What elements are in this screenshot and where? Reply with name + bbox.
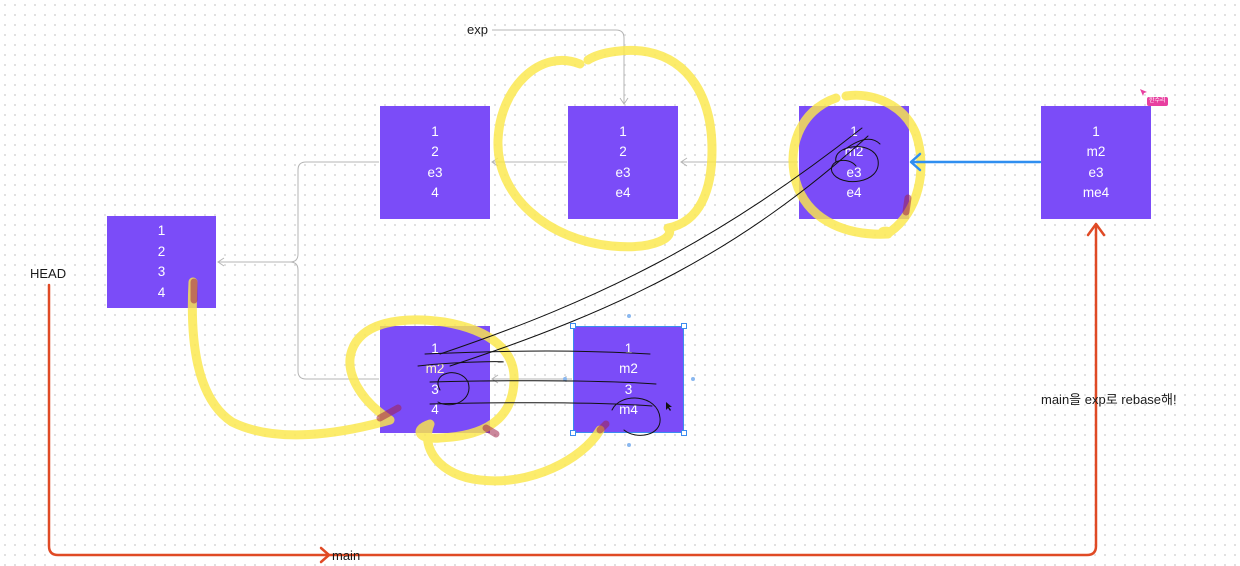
connector-main-first-to-root bbox=[289, 261, 379, 380]
exp-branch-label[interactable]: exp bbox=[467, 22, 488, 37]
collaborator-badge: 한수리 bbox=[1147, 97, 1168, 106]
commit-line: e4 bbox=[615, 185, 631, 200]
commit-line: m4 bbox=[619, 402, 638, 417]
commit-line: 1 bbox=[619, 123, 627, 139]
pointer-cursor-icon bbox=[666, 402, 672, 411]
main-arrow-head-right bbox=[319, 546, 331, 564]
connection-point-left[interactable] bbox=[563, 377, 567, 381]
selection-handle-top-right[interactable] bbox=[681, 323, 687, 329]
commit-line: e3 bbox=[846, 164, 862, 180]
main-arrow-head-up bbox=[1086, 222, 1106, 237]
head-label[interactable]: HEAD bbox=[30, 266, 67, 281]
commit-line: e4 bbox=[846, 185, 862, 200]
commit-line: 4 bbox=[157, 284, 166, 300]
commit-exp-second[interactable]: 1 2 e3 e4 bbox=[568, 106, 678, 219]
connector-exp-label bbox=[492, 29, 625, 104]
commit-line: 3 bbox=[431, 381, 439, 397]
commit-line: 1 bbox=[431, 340, 439, 356]
connector-exp-first-to-root bbox=[218, 161, 379, 263]
main-branch-arrow bbox=[47, 224, 1098, 557]
commit-line: 3 bbox=[157, 264, 166, 279]
commit-line: 1 bbox=[850, 123, 858, 139]
commit-main-second[interactable]: 1 m2 3 m4 bbox=[573, 326, 684, 433]
highlight-circle-exp-second bbox=[493, 45, 717, 252]
selection-handle-top-left[interactable] bbox=[570, 323, 576, 329]
selection-handle-bottom-right[interactable] bbox=[681, 430, 687, 436]
commit-line: 2 bbox=[431, 144, 439, 159]
selection-handle-bottom-left[interactable] bbox=[570, 430, 576, 436]
rebase-note[interactable]: main을 exp로 rebase해! bbox=[1041, 392, 1177, 407]
commit-line: 3 bbox=[624, 381, 633, 397]
highlight-circle-rebased bbox=[788, 90, 926, 239]
commit-main-first[interactable]: 1 m2 3 4 bbox=[380, 326, 490, 433]
commit-line: 1 bbox=[1092, 123, 1100, 139]
connection-point-top[interactable] bbox=[627, 314, 631, 318]
commit-line: 1 bbox=[157, 223, 166, 238]
commit-line: 1 bbox=[624, 340, 633, 356]
commit-line: e3 bbox=[615, 164, 631, 180]
commit-line: me4 bbox=[1082, 185, 1110, 200]
commit-line: 2 bbox=[157, 243, 166, 259]
commit-line: 2 bbox=[619, 144, 627, 159]
commit-line: 1 bbox=[431, 123, 439, 139]
connection-point-bottom[interactable] bbox=[627, 443, 631, 447]
commit-line: 4 bbox=[431, 185, 439, 200]
commit-line: e3 bbox=[1088, 164, 1104, 180]
commit-root[interactable]: 1 2 3 4 bbox=[107, 216, 216, 308]
connection-point-right[interactable] bbox=[691, 377, 695, 381]
commit-line: m2 bbox=[619, 361, 638, 376]
commit-line: 4 bbox=[431, 402, 439, 417]
commit-line: e3 bbox=[427, 164, 443, 180]
commit-exp-first[interactable]: 1 2 e3 4 bbox=[380, 106, 490, 219]
main-branch-label[interactable]: main bbox=[332, 548, 361, 563]
collaborator-cursor-icon bbox=[1140, 89, 1147, 96]
commit-line: m2 bbox=[1086, 144, 1106, 159]
commit-main-merge[interactable]: 1 m2 e3 me4 bbox=[1041, 106, 1151, 219]
highlight-loop-main bbox=[187, 277, 605, 486]
rebase-arrow-head bbox=[909, 152, 922, 172]
